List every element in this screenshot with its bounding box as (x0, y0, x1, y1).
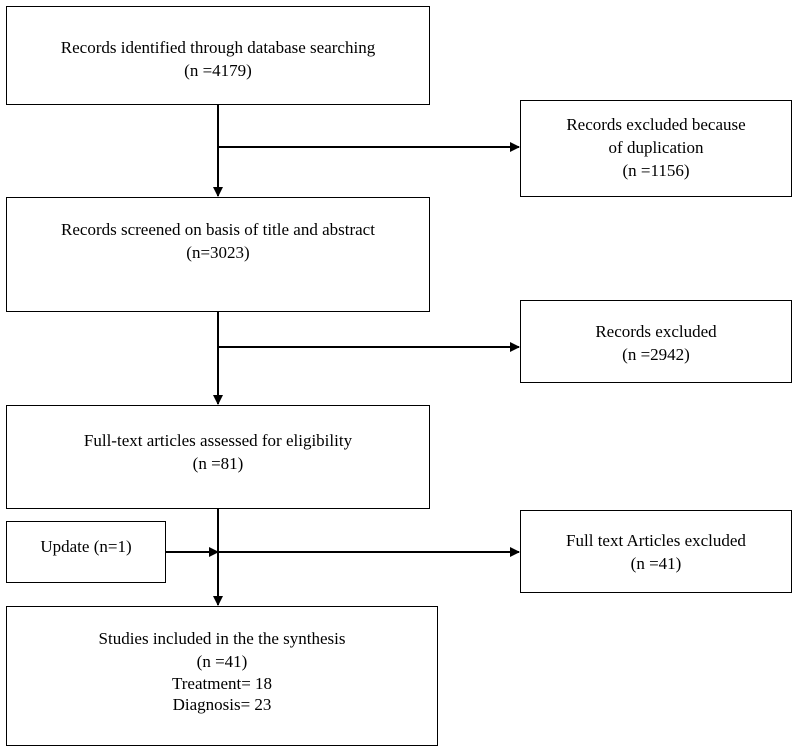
identified-box: Records identified through database sear… (6, 6, 430, 105)
included-label: Studies included in the the synthesis (98, 629, 346, 648)
identified-label: Records identified through database sear… (60, 38, 376, 57)
fulltext-count: (n =81) (192, 454, 244, 473)
update-label: Update (n=1) (40, 537, 132, 556)
screen-excluded-count: (n =2942) (622, 345, 690, 364)
duplicates-excluded-label-2: of duplication (608, 138, 704, 157)
fulltext-label: Full-text articles assessed for eligibil… (83, 431, 353, 450)
screened-count: (n=3023) (186, 243, 250, 262)
identified-count: (n =4179) (184, 61, 252, 80)
duplicates-excluded-box: Records excluded because of duplication … (520, 100, 792, 197)
included-count: (n =41) (196, 652, 248, 671)
duplicates-excluded-count: (n =1156) (622, 161, 690, 180)
included-diagnosis: Diagnosis= 23 (172, 695, 272, 714)
fulltext-box: Full-text articles assessed for eligibil… (6, 405, 430, 509)
screened-label: Records screened on basis of title and a… (61, 220, 375, 239)
included-box: Studies included in the the synthesis (n… (6, 606, 438, 746)
included-treatment: Treatment= 18 (171, 674, 273, 693)
screen-excluded-label: Records excluded (595, 322, 717, 341)
fulltext-excluded-count: (n =41) (630, 554, 682, 573)
fulltext-excluded-box: Full text Articles excluded (n =41) (520, 510, 792, 593)
screened-box: Records screened on basis of title and a… (6, 197, 430, 312)
screen-excluded-box: Records excluded (n =2942) (520, 300, 792, 383)
fulltext-excluded-label: Full text Articles excluded (566, 531, 746, 550)
duplicates-excluded-label: Records excluded because (566, 115, 746, 134)
update-box: Update (n=1) (6, 521, 166, 583)
